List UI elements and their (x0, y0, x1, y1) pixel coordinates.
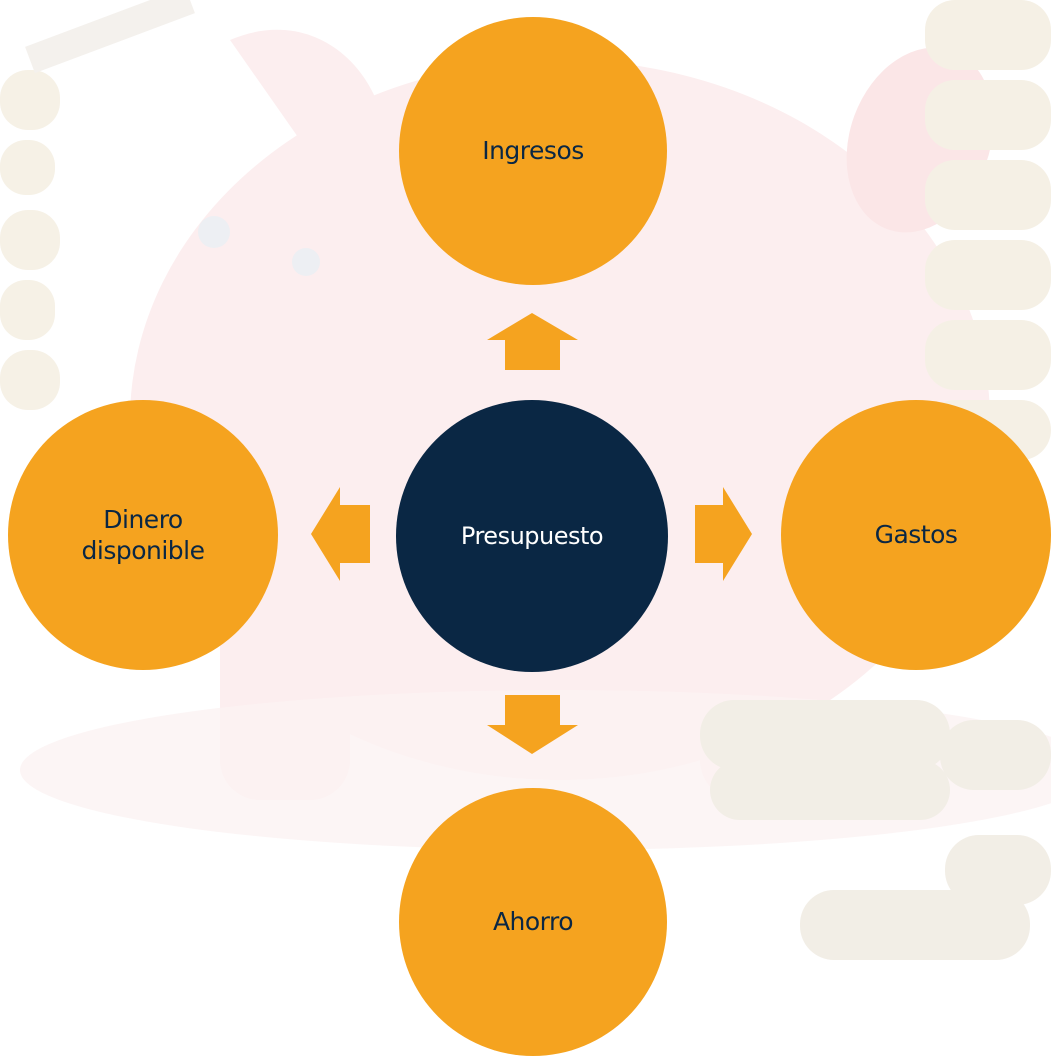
node-dinero-disponible: Dinero disponible (8, 400, 278, 670)
node-ingresos-label: Ingresos (482, 136, 584, 166)
arrow-down-icon (487, 695, 578, 754)
node-ingresos: Ingresos (399, 17, 667, 285)
node-ahorro: Ahorro (399, 788, 667, 1056)
node-gastos: Gastos (781, 400, 1051, 670)
node-dinero-disponible-label: Dinero disponible (81, 504, 206, 565)
coin-stack-bottom-right-icon (700, 700, 1051, 960)
arrow-right-icon (695, 487, 752, 581)
node-gastos-label: Gastos (874, 520, 958, 550)
node-presupuesto-label: Presupuesto (460, 522, 604, 550)
arrow-up-icon (487, 313, 578, 370)
node-ahorro-label: Ahorro (492, 907, 574, 937)
arrow-left-icon (311, 487, 370, 581)
node-presupuesto: Presupuesto (396, 400, 668, 672)
coin-stack-left-icon (0, 70, 60, 410)
